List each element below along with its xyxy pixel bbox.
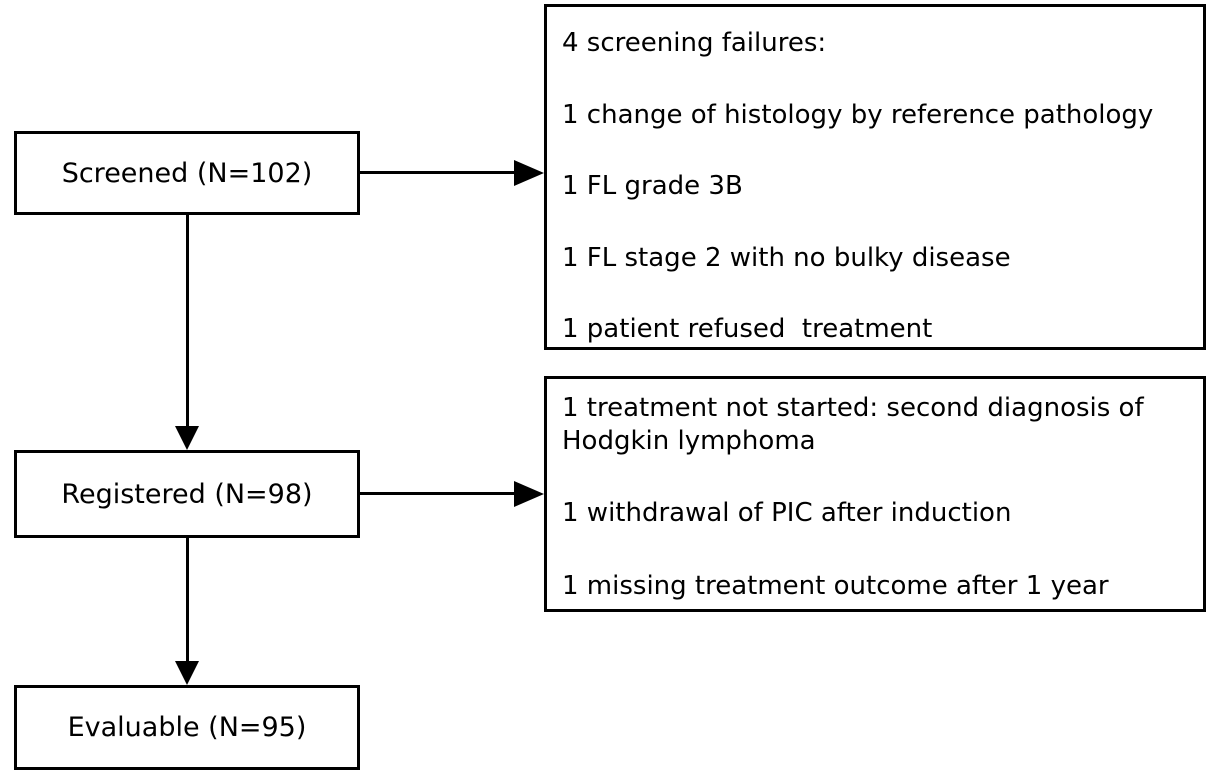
arrowhead-down-icon bbox=[175, 661, 199, 685]
screening-failure-item: 1 FL grade 3B bbox=[562, 171, 743, 201]
flow-box-screened-label: Screened (N=102) bbox=[61, 157, 313, 189]
screening-failure-item: 1 patient refused treatment bbox=[562, 314, 933, 344]
side-box-screening-failures: 4 screening failures: 1 change of histol… bbox=[544, 4, 1206, 350]
arrow-registered-to-exclusions-line bbox=[360, 492, 516, 495]
registered-exclusion-item: 1 withdrawal of PIC after induction bbox=[562, 498, 1012, 528]
screening-failures-header: 4 screening failures: bbox=[562, 28, 827, 58]
flow-box-registered-label: Registered (N=98) bbox=[61, 478, 313, 510]
arrowhead-right-icon bbox=[514, 481, 544, 507]
arrow-screened-to-registered-line bbox=[186, 215, 189, 427]
registered-exclusion-item: 1 treatment not started: second diagnosi… bbox=[562, 393, 1152, 456]
flow-box-registered: Registered (N=98) bbox=[14, 450, 360, 538]
arrowhead-down-icon bbox=[175, 426, 199, 450]
flow-box-screened: Screened (N=102) bbox=[14, 131, 360, 215]
registered-exclusion-item: 1 missing treatment outcome after 1 year bbox=[562, 570, 1109, 601]
flow-box-evaluable: Evaluable (N=95) bbox=[14, 685, 360, 770]
side-box-registered-exclusions: 1 treatment not started: second diagnosi… bbox=[544, 376, 1206, 612]
screening-failure-item: 1 change of histology by reference patho… bbox=[562, 99, 1154, 130]
arrow-screened-to-failures-line bbox=[360, 171, 516, 174]
arrow-registered-to-evaluable-line bbox=[186, 538, 189, 662]
screening-failure-item: 1 FL stage 2 with no bulky disease bbox=[562, 242, 1011, 273]
arrowhead-right-icon bbox=[514, 160, 544, 186]
flow-box-evaluable-label: Evaluable (N=95) bbox=[67, 712, 307, 743]
